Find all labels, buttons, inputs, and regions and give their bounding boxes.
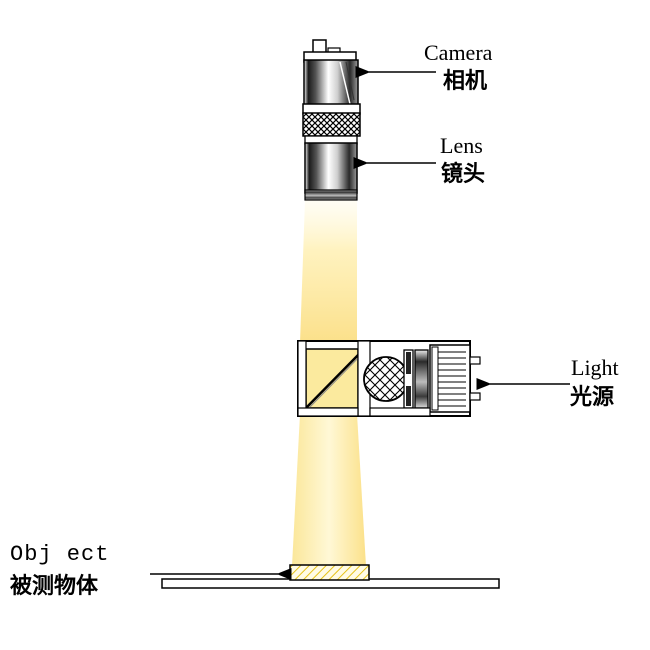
camera-body — [303, 59, 359, 107]
test-object — [289, 564, 370, 581]
leader-lines — [150, 66, 570, 580]
lens — [302, 112, 361, 201]
camera-label-zh: 相机 — [443, 69, 487, 94]
light-label-zh: 光源 — [569, 385, 614, 410]
beam-upper — [300, 200, 357, 343]
object-label-zh: 被测物体 — [10, 573, 99, 599]
coaxial-light — [297, 340, 481, 417]
camera — [302, 39, 361, 115]
labels: Camera 相机 Lens 镜头 Light 光源 Obj ect 被测物体 — [10, 40, 619, 599]
focus-ring — [302, 112, 361, 137]
condenser-lens — [363, 356, 409, 402]
beam-lower — [292, 414, 366, 566]
camera-label-en: Camera — [424, 40, 493, 65]
light-label-en: Light — [571, 355, 619, 380]
beam-splitter — [305, 348, 365, 409]
object-stage — [161, 564, 500, 589]
lens-label-zh: 镜头 — [441, 161, 485, 187]
lens-barrel — [304, 142, 358, 194]
heat-fins — [438, 351, 466, 407]
object-label-en: Obj ect — [10, 542, 109, 567]
lens-label-en: Lens — [440, 133, 483, 158]
light-beam — [292, 200, 366, 566]
